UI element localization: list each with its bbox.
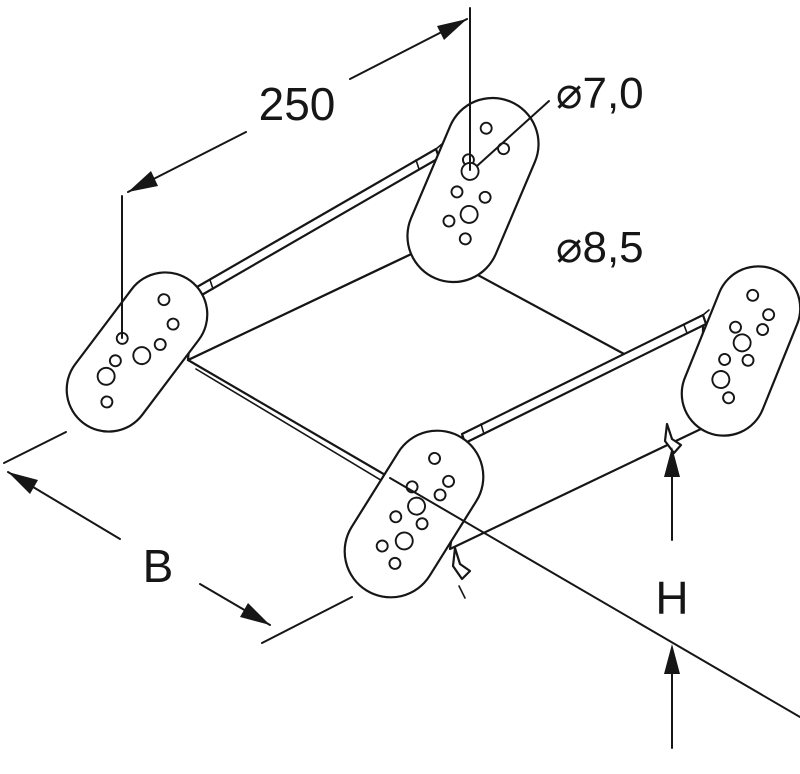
arrowhead <box>128 171 158 192</box>
dimension-width-label: B <box>143 540 174 592</box>
arrowhead <box>437 19 467 40</box>
hole-diameter-callouts: ⌀7,0 ⌀8,5 <box>476 69 644 272</box>
rail-left-end-notch-far <box>435 143 443 150</box>
bolt-holes <box>96 293 180 409</box>
fastening-tab-right <box>663 422 683 455</box>
arrowhead <box>664 644 680 674</box>
rail-right-end-notch-far <box>702 309 710 316</box>
bolt-holes <box>442 121 511 246</box>
bolt-holes <box>711 288 776 405</box>
rail-left-step-tick-far <box>415 159 420 170</box>
dimension-length: 250 <box>121 7 471 339</box>
bolt-holes <box>375 452 456 570</box>
floor-thickness-edge <box>195 368 385 483</box>
dimension-length-label: 250 <box>259 78 336 130</box>
flange-plate-left <box>65 271 209 433</box>
extension-line <box>261 596 353 644</box>
fastening-tab-bottom-tick <box>458 585 466 599</box>
arrowhead <box>664 447 680 477</box>
extension-line <box>3 431 67 464</box>
dimension-height: H <box>389 447 800 749</box>
rail-left-step-tick-near <box>209 279 214 290</box>
rail-right-step-tick-far <box>683 324 688 334</box>
leader-line <box>476 100 550 167</box>
hole-diameter-large-label: ⌀8,5 <box>556 223 644 272</box>
dimension-height-label: H <box>655 572 688 624</box>
flange-plate-far-right <box>680 265 800 437</box>
rail-right-step-tick-near <box>480 423 485 435</box>
arrowhead <box>240 603 270 625</box>
dimension-width: B <box>3 431 353 644</box>
reference-line <box>389 477 800 718</box>
flange-plate-top-right <box>406 96 540 284</box>
hole-diameter-small-label: ⌀7,0 <box>556 69 644 118</box>
fastening-tab-bottom <box>451 546 472 581</box>
arrowhead <box>8 472 38 494</box>
flange-plate-bottom <box>343 429 485 599</box>
